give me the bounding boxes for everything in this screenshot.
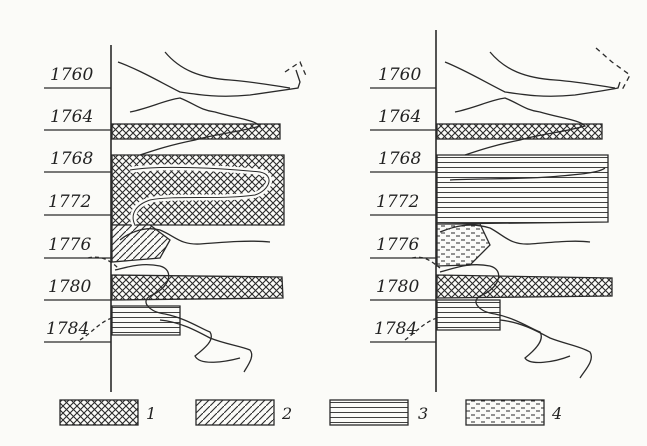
left-log-curve-1: [117, 61, 301, 97]
right-log-curve-1: [444, 61, 621, 97]
right-log: [370, 30, 631, 392]
left-layer-cross-3: [111, 274, 284, 301]
left-log-curve-5: [114, 264, 241, 363]
right-depth-label: 1768: [378, 149, 421, 169]
legend-label: 4: [551, 404, 562, 423]
right-depth-label: 1780: [376, 277, 419, 297]
left-log-curve-2: [164, 51, 291, 89]
right-log-curve-7: [499, 319, 592, 379]
legend: 1 2 3 4: [59, 399, 562, 426]
legend-swatch-diagonal-hatch: [195, 399, 275, 426]
left-depth-label: 1772: [48, 192, 91, 212]
legend-label: 2: [281, 404, 292, 423]
right-layer-cross-2: [436, 274, 613, 299]
left-depth-label: 1776: [48, 235, 91, 255]
left-depth-label: 1784: [46, 319, 89, 339]
legend-label: 3: [418, 404, 428, 423]
left-depth-label: 1760: [50, 65, 93, 85]
left-depth-label: 1764: [50, 107, 93, 127]
right-log-curve-2: [489, 51, 616, 89]
right-layer-horiz-2: [436, 299, 501, 331]
right-depth-label: 1760: [378, 65, 421, 85]
right-log-curve-3: [454, 97, 587, 156]
right-depth-label: 1776: [376, 235, 419, 255]
legend-swatch-dashed-lines: [465, 399, 545, 426]
left-layer-diag: [111, 224, 171, 263]
right-log-curve-5: [439, 224, 591, 245]
right-depth-label: 1764: [378, 107, 421, 127]
right-depth-label: 1772: [376, 192, 419, 212]
right-depth-label: 1784: [374, 319, 417, 339]
left-log-curve-6: [159, 319, 253, 373]
legend-swatch-cross-hatch: [59, 399, 139, 426]
right-layer-horiz-1: [436, 154, 609, 225]
legend-swatch-horizontal-lines: [329, 399, 409, 426]
right-log-curve-6: [439, 264, 571, 364]
right-layer-cross-1: [436, 123, 603, 140]
left-depth-labels: 1760 1764 1768 1772 1776 1780 1784: [46, 65, 93, 339]
left-log: [44, 45, 308, 392]
left-log-curve-3: [129, 97, 262, 156]
left-depth-label: 1780: [48, 277, 91, 297]
legend-label: 1: [146, 404, 156, 423]
left-layer-cross-1: [111, 123, 281, 140]
left-layer-horiz: [111, 305, 181, 336]
right-log-curve-4: [449, 167, 606, 181]
left-log-curve-4: [119, 228, 271, 245]
right-layer-dash: [436, 223, 491, 267]
right-depth-labels: 1760 1764 1768 1772 1776 1780 1784: [374, 65, 421, 339]
left-depth-label: 1768: [50, 149, 93, 169]
